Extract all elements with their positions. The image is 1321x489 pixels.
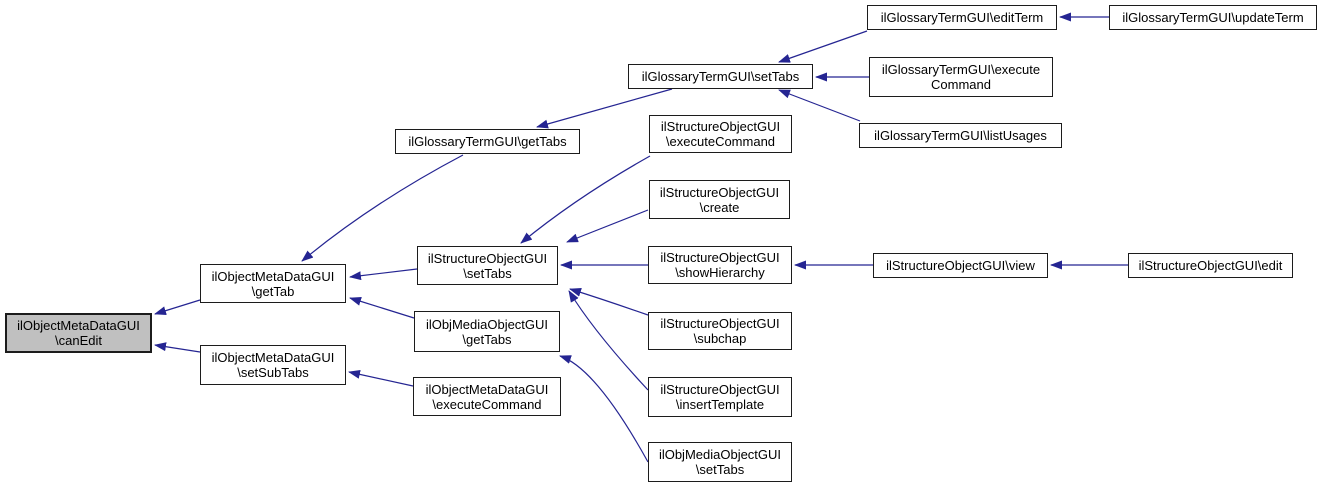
node-struct-create[interactable]: ilStructureObjectGUI \create — [649, 180, 790, 219]
edge-meta-setSubTabs-to-meta-canEdit — [154, 342, 201, 353]
node-meta-getTab[interactable]: ilObjectMetaDataGUI \getTab — [200, 264, 346, 303]
node-gloss-editTerm[interactable]: ilGlossaryTermGUI\editTerm — [867, 5, 1057, 30]
edge-struct-subchap-to-struct-setTabs — [569, 288, 649, 316]
node-gloss-listUsages[interactable]: ilGlossaryTermGUI\listUsages — [859, 123, 1062, 148]
edge-struct-insertTemplate-to-struct-setTabs — [568, 290, 649, 391]
edge-struct-executeCommand-to-struct-setTabs — [520, 155, 651, 244]
edge-media-setTabs-to-media-getTabs — [559, 355, 649, 463]
node-meta-setSubTabs[interactable]: ilObjectMetaDataGUI \setSubTabs — [200, 345, 346, 385]
edge-gloss-editTerm-to-gloss-setTabs — [778, 30, 868, 63]
node-struct-executeCommand[interactable]: ilStructureObjectGUI \executeCommand — [649, 115, 792, 153]
edge-struct-setTabs-to-meta-getTab — [349, 268, 418, 281]
node-struct-showHierarchy[interactable]: ilStructureObjectGUI \showHierarchy — [648, 246, 792, 284]
node-gloss-executeCommand[interactable]: ilGlossaryTermGUI\execute Command — [869, 57, 1053, 97]
node-struct-setTabs[interactable]: ilStructureObjectGUI \setTabs — [417, 246, 558, 285]
node-struct-subchap[interactable]: ilStructureObjectGUI \subchap — [648, 312, 792, 350]
node-media-getTabs[interactable]: ilObjMediaObjectGUI \getTabs — [414, 311, 560, 352]
edge-media-getTabs-to-meta-getTab — [349, 296, 415, 319]
edge-struct-create-to-struct-setTabs — [566, 209, 649, 243]
node-media-setTabs[interactable]: ilObjMediaObjectGUI \setTabs — [648, 442, 792, 482]
node-gloss-updateTerm[interactable]: ilGlossaryTermGUI\updateTerm — [1109, 5, 1317, 30]
node-gloss-setTabs[interactable]: ilGlossaryTermGUI\setTabs — [628, 64, 813, 89]
node-struct-insertTemplate[interactable]: ilStructureObjectGUI \insertTemplate — [648, 377, 792, 417]
edge-meta-executeCommand-to-meta-setSubTabs — [348, 369, 414, 387]
node-struct-view[interactable]: ilStructureObjectGUI\view — [873, 253, 1048, 278]
node-gloss-getTabs[interactable]: ilGlossaryTermGUI\getTabs — [395, 129, 580, 154]
edge-meta-getTab-to-meta-canEdit — [154, 299, 201, 316]
node-meta-executeCommand[interactable]: ilObjectMetaDataGUI \executeCommand — [413, 377, 561, 416]
node-struct-edit[interactable]: ilStructureObjectGUI\edit — [1128, 253, 1293, 278]
node-meta-canEdit: ilObjectMetaDataGUI \canEdit — [5, 313, 152, 353]
